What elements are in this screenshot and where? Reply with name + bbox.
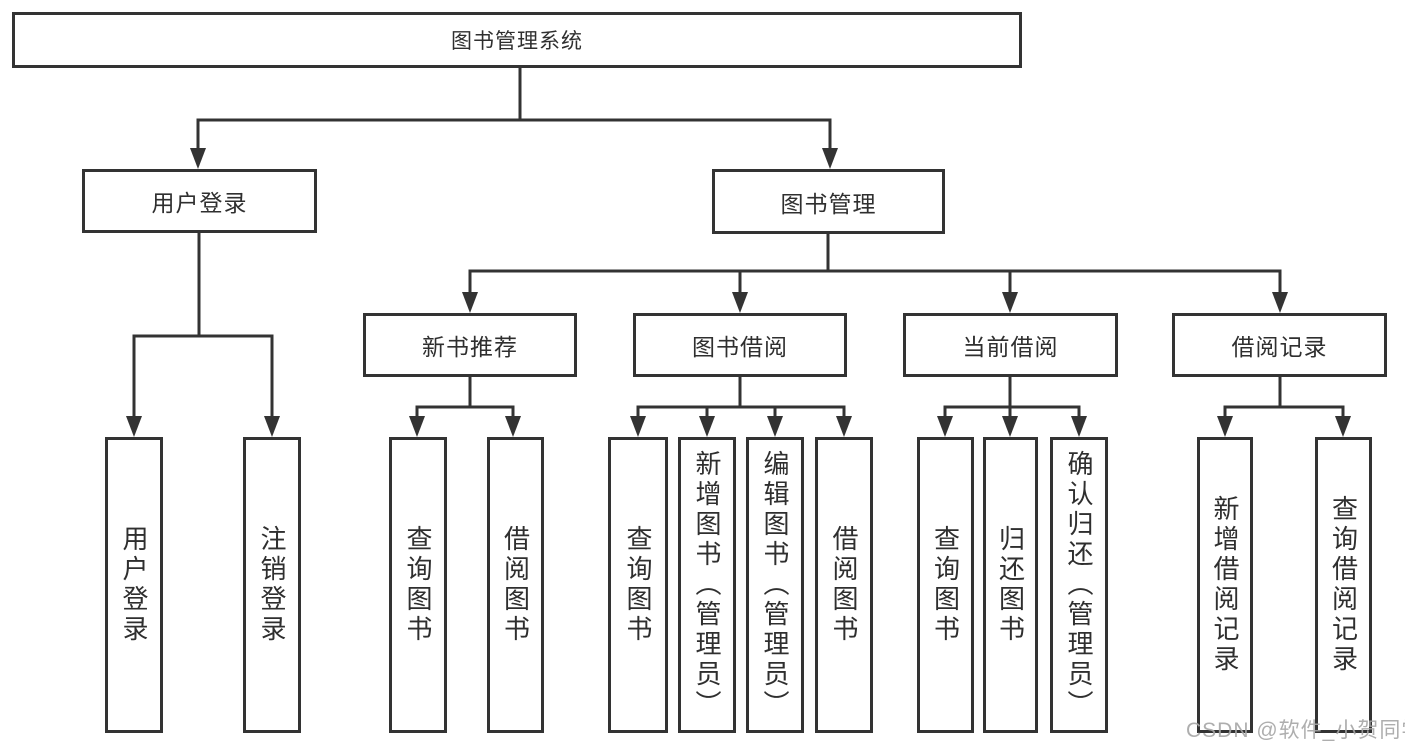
leaf-query-books-current: 查询图书 xyxy=(917,437,974,733)
watermark: CSDN @软件_小贺同学 xyxy=(1186,719,1405,742)
node-label: 新书推荐 xyxy=(422,334,518,360)
node-book-management: 图书管理 xyxy=(712,169,945,234)
node-user-login-branch: 用户登录 xyxy=(82,169,317,233)
leaf-add-books-admin: 新增图书（管理员） xyxy=(678,437,736,733)
node-label: 查询图书 xyxy=(403,525,433,645)
leaf-query-borrow-record: 查询借阅记录 xyxy=(1315,437,1372,733)
leaf-borrow-books-recommend: 借阅图书 xyxy=(487,437,544,733)
node-label: 归还图书 xyxy=(995,525,1026,645)
arrow-heads xyxy=(126,148,1351,437)
node-label: 新增借阅记录 xyxy=(1210,495,1240,675)
node-label: 图书借阅 xyxy=(692,334,788,360)
leaf-borrow-books: 借阅图书 xyxy=(815,437,873,733)
node-label: 借阅图书 xyxy=(829,525,859,645)
node-label: 用户登录 xyxy=(151,190,248,216)
node-borrow-records: 借阅记录 xyxy=(1172,313,1387,377)
node-label: 借阅记录 xyxy=(1231,334,1328,360)
node-library-management-system: 图书管理系统 xyxy=(12,12,1022,68)
leaf-query-books-borrow: 查询图书 xyxy=(608,437,668,733)
leaf-query-books-recommend: 查询图书 xyxy=(389,437,447,733)
leaf-add-borrow-record: 新增借阅记录 xyxy=(1197,437,1253,733)
node-label: 借阅图书 xyxy=(500,525,531,645)
node-label: 查询图书 xyxy=(623,525,653,645)
node-current-borrowing: 当前借阅 xyxy=(903,313,1118,377)
leaf-logout: 注销登录 xyxy=(243,437,301,733)
node-label: 新增图书（管理员） xyxy=(692,450,722,720)
leaf-confirm-return-admin: 确认归还（管理员） xyxy=(1050,437,1108,733)
node-label: 注销登录 xyxy=(257,525,287,645)
leaf-edit-books-admin: 编辑图书（管理员） xyxy=(746,437,804,733)
node-label: 当前借阅 xyxy=(962,334,1059,360)
leaf-return-books: 归还图书 xyxy=(983,437,1038,733)
node-label: 查询图书 xyxy=(930,525,961,645)
node-label: 图书管理 xyxy=(780,190,877,217)
node-label: 图书管理系统 xyxy=(451,30,583,53)
leaf-user-login: 用户登录 xyxy=(105,437,163,733)
node-label: 查询借阅记录 xyxy=(1328,495,1359,675)
node-label: 用户登录 xyxy=(119,525,149,645)
node-label: 编辑图书（管理员） xyxy=(760,450,790,720)
node-new-book-recommend: 新书推荐 xyxy=(363,313,577,377)
node-label: 确认归还（管理员） xyxy=(1064,450,1094,720)
node-book-borrowing: 图书借阅 xyxy=(633,313,847,377)
